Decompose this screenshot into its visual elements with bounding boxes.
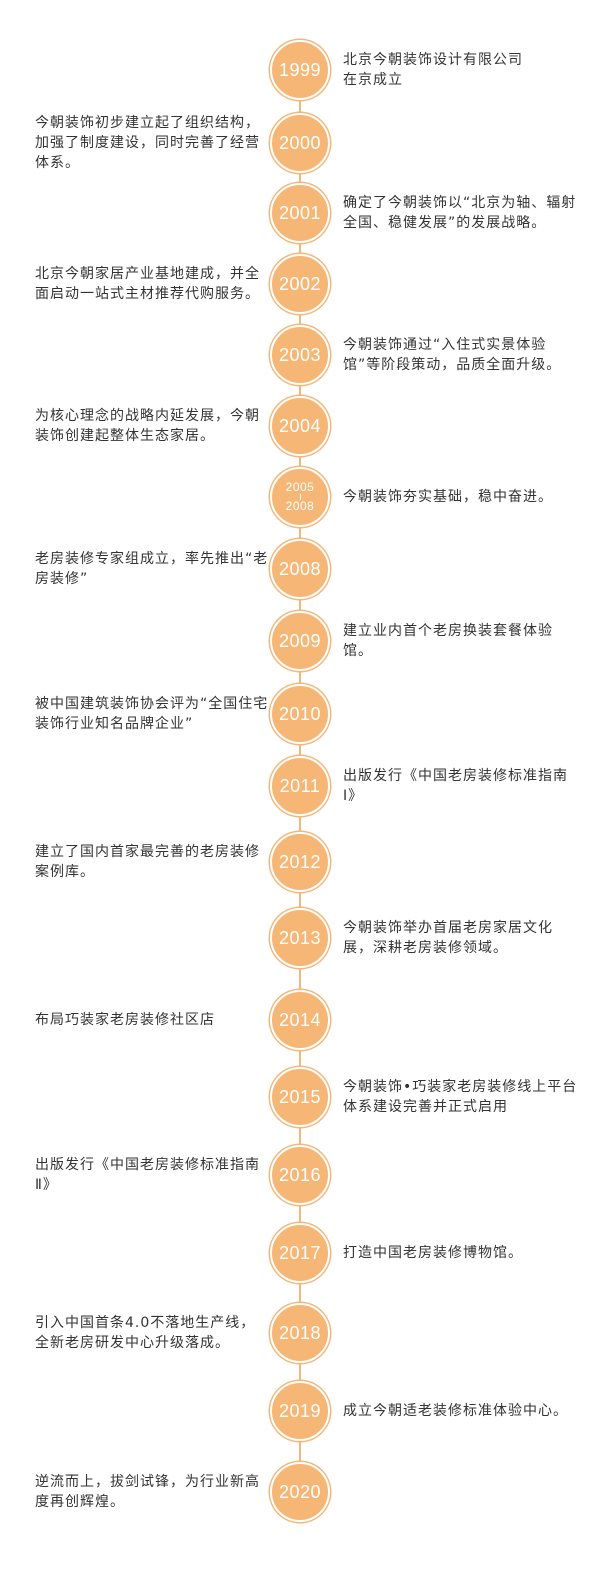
event-description: 出版发行《中国老房装修标准指南Ⅱ》 xyxy=(35,1157,260,1193)
year-label: 2009 xyxy=(278,630,322,651)
event-description: 今朝装饰举办首届老房家居文化展，深耕老房装修领域。 xyxy=(343,920,553,956)
year-badge: 2009 xyxy=(270,611,330,671)
event-description: 建立了国内首家最完善的老房装修案例库。 xyxy=(35,844,260,880)
year-label: 2000 xyxy=(278,132,322,153)
event-description: 逆流而上，拔剑试锋，为行业新高度再创辉煌。 xyxy=(35,1474,260,1510)
year-badge: 2005 2008 xyxy=(270,467,330,527)
year-badge: 2003 xyxy=(270,325,330,385)
event-description: 确定了今朝装饰以“北京为轴、辐射全国、稳健发展”的发展战略。 xyxy=(343,195,577,231)
year-label: 2004 xyxy=(278,415,322,436)
event-description: 老房装修专家组成立，率先推出“老房装修” xyxy=(35,551,269,587)
year-label: 2012 xyxy=(278,851,322,872)
event-description: 为核心理念的战略内延发展，今朝装饰创建起整体生态家居。 xyxy=(35,408,260,444)
year-label: 2003 xyxy=(278,344,322,365)
year-badge: 2010 xyxy=(270,684,330,744)
year-label: 1999 xyxy=(278,59,322,80)
year-badge: 2011 xyxy=(270,756,330,816)
year-label: 2016 xyxy=(278,1164,322,1185)
year-label: 2010 xyxy=(278,703,322,724)
event-description: 北京今朝家居产业基地建成，并全面启动一站式主材推荐代购服务。 xyxy=(35,266,260,302)
year-label: 2020 xyxy=(278,1481,322,1502)
year-badge: 2004 xyxy=(270,396,330,456)
year-separator xyxy=(299,494,301,500)
year-badge: 2000 xyxy=(270,113,330,173)
year-label: 2014 xyxy=(278,1009,322,1030)
event-description: 布局巧装家老房装修社区店 xyxy=(35,1012,215,1028)
year-badge: 2002 xyxy=(270,254,330,314)
event-description: 被中国建筑装饰协会评为“全国住宅装饰行业知名品牌企业” xyxy=(35,696,269,732)
year-badge: 1999 xyxy=(270,40,330,100)
year-badge: 2020 xyxy=(270,1462,330,1522)
event-description: 出版发行《中国老房装修标准指南Ⅰ》 xyxy=(343,768,568,804)
year-label: 2017 xyxy=(278,1242,322,1263)
year-badge: 2012 xyxy=(270,832,330,892)
year-badge: 2015 xyxy=(270,1067,330,1127)
year-label: 2018 xyxy=(278,1322,322,1343)
event-description: 今朝装饰夯实基础，稳中奋进。 xyxy=(343,489,553,505)
year-badge: 2013 xyxy=(270,908,330,968)
year-label: 2019 xyxy=(278,1400,322,1421)
year-label: 2013 xyxy=(278,927,322,948)
event-description: 北京今朝装饰设计有限公司 在京成立 xyxy=(343,52,523,88)
year-badge: 2019 xyxy=(270,1381,330,1441)
event-description: 打造中国老房装修博物馆。 xyxy=(343,1245,523,1261)
year-label: 2011 xyxy=(279,775,321,796)
year-badge: 2016 xyxy=(270,1145,330,1205)
year-badge: 2018 xyxy=(270,1303,330,1363)
year-badge: 2014 xyxy=(270,990,330,1050)
year-label: 2005 xyxy=(285,480,315,494)
year-label: 2008 xyxy=(278,558,322,579)
event-description: 今朝装饰通过“入住式实景体验馆”等阶段策动，品质全面升级。 xyxy=(343,337,562,373)
year-end-label: 2008 xyxy=(285,499,315,513)
event-description: 引入中国首条4.0不落地生产线，全新老房研发中心升级落成。 xyxy=(35,1315,256,1351)
year-label: 2001 xyxy=(278,202,322,223)
event-description: 今朝装饰•巧装家老房装修线上平台体系建设完善并正式启用 xyxy=(343,1079,578,1115)
year-badge: 2008 xyxy=(270,539,330,599)
year-badge: 2001 xyxy=(270,183,330,243)
year-label: 2015 xyxy=(278,1086,322,1107)
year-label: 2002 xyxy=(278,273,322,294)
event-description: 成立今朝适老装修标准体验中心。 xyxy=(343,1403,568,1419)
event-description: 今朝装饰初步建立起了组织结构，加强了制度建设，同时完善了经营体系。 xyxy=(35,115,260,171)
year-badge: 2017 xyxy=(270,1223,330,1283)
event-description: 建立业内首个老房换装套餐体验馆。 xyxy=(343,623,553,659)
